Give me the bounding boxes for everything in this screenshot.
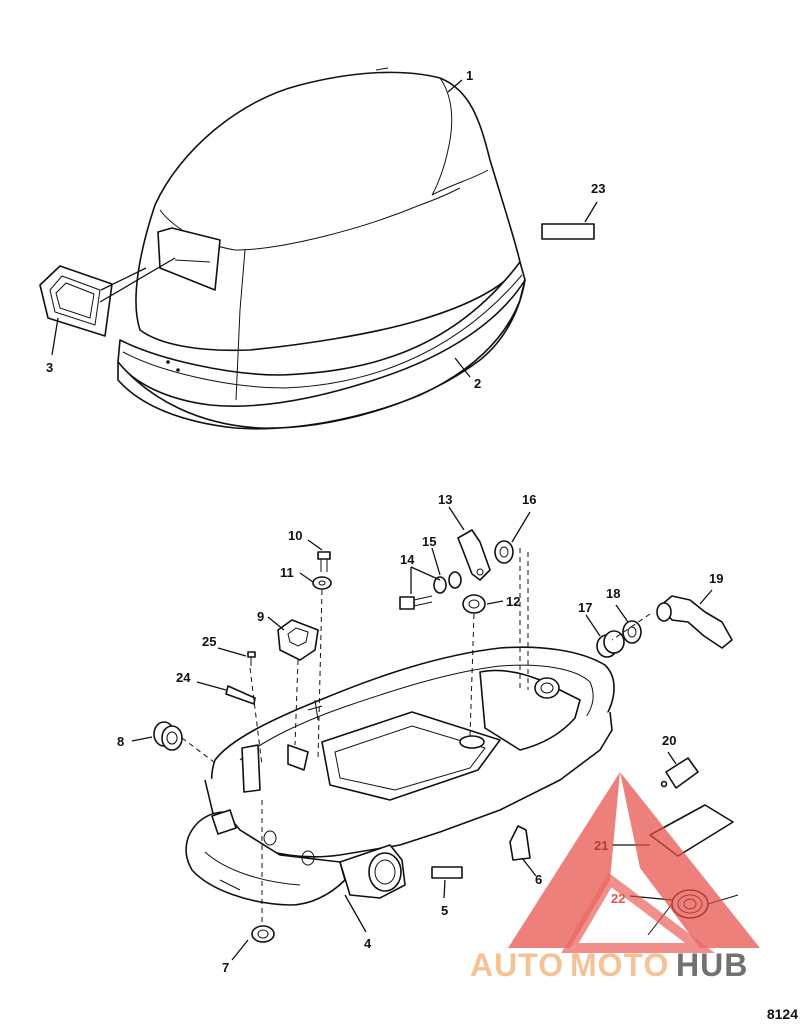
washer-18-drawing <box>622 620 642 644</box>
grommet-8-drawing <box>153 721 183 751</box>
callout-8: 8 <box>117 734 124 749</box>
screw-14-drawing <box>399 595 433 610</box>
callout-14: 14 <box>400 552 415 567</box>
leader-lines <box>51 79 713 961</box>
grommet-7-drawing <box>251 925 275 943</box>
top-cowl-drawing <box>117 67 526 430</box>
grommet-9-drawing <box>277 619 319 661</box>
decal-23-drawing <box>541 223 595 240</box>
callout-9: 9 <box>257 609 264 624</box>
bushing-17-drawing <box>596 630 625 658</box>
watermark-text-auto: AUTO <box>470 947 564 983</box>
callout-18: 18 <box>606 586 620 601</box>
washer-11-drawing <box>312 576 332 590</box>
watermark-text-hub: HUB <box>676 947 748 983</box>
watermark-text-moto: MOTO <box>570 947 669 983</box>
decal-6-drawing <box>509 825 531 861</box>
callout-15: 15 <box>422 534 436 549</box>
bottom-cowl-drawing <box>185 646 615 906</box>
callout-3: 3 <box>46 360 53 375</box>
grommet-12-drawing <box>462 594 486 614</box>
callout-25: 25 <box>202 634 216 649</box>
callout-16: 16 <box>522 492 536 507</box>
callout-24: 24 <box>176 670 191 685</box>
latch-lever-19-drawing <box>656 595 733 649</box>
callout-13: 13 <box>438 492 452 507</box>
callout-19: 19 <box>709 571 723 586</box>
screw-10-drawing <box>317 551 331 572</box>
callout-10: 10 <box>288 528 302 543</box>
pin-20-drawing <box>660 757 699 789</box>
clip-24-drawing <box>225 685 256 705</box>
callout-2: 2 <box>474 376 481 391</box>
bracket-13-drawing <box>457 529 491 581</box>
callout-5: 5 <box>441 903 448 918</box>
screw-25-drawing <box>247 651 256 666</box>
figure-number: 8124 <box>766 1006 798 1022</box>
callout-1: 1 <box>466 68 473 83</box>
callout-12: 12 <box>506 594 520 609</box>
callout-17: 17 <box>578 600 592 615</box>
decal-5-drawing <box>431 866 463 879</box>
washer-15-drawing <box>433 571 462 594</box>
callout-11: 11 <box>280 565 294 580</box>
watermark-logo: AUTO MOTO HUB <box>470 772 760 983</box>
callout-7: 7 <box>222 960 229 975</box>
callout-6: 6 <box>535 872 542 887</box>
callout-20: 20 <box>662 733 676 748</box>
washer-16-drawing <box>494 540 514 564</box>
callout-4: 4 <box>364 936 372 951</box>
callout-23: 23 <box>591 181 605 196</box>
